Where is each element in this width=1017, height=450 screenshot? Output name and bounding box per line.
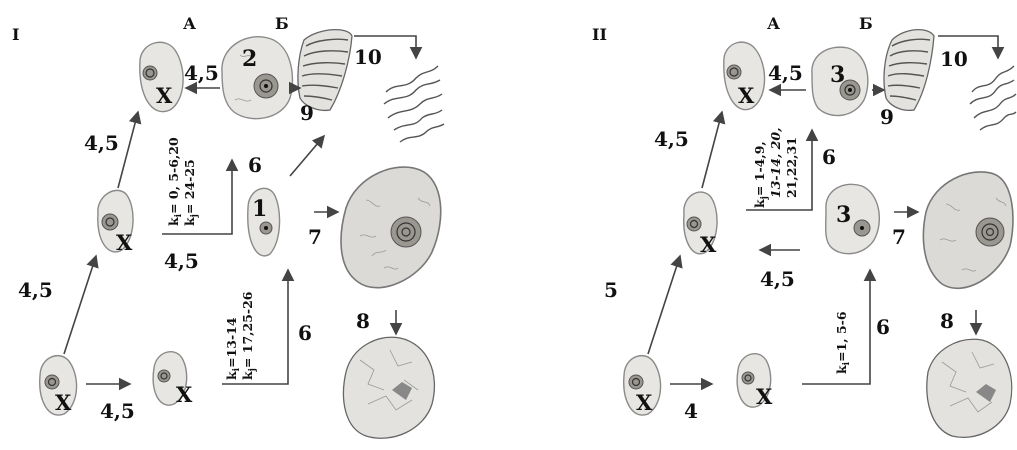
cell-label: Х: [700, 232, 717, 257]
label-upper-diagonal: 4,5: [84, 131, 119, 155]
cell-top-b: 2: [222, 37, 293, 119]
degenerated-cell-fragment: [343, 337, 434, 438]
label-upper-diagonal: 4,5: [654, 127, 689, 151]
label-nine: 9: [300, 101, 314, 125]
cell-mid-b: 3: [826, 184, 880, 253]
cell-top-a: Х: [724, 42, 765, 109]
k-annotation-upper: kj= 1-4,9, 13-14, 20, 21,22,31: [752, 128, 799, 208]
cell-label: Х: [636, 390, 653, 415]
label-six-upper: 6: [248, 153, 262, 177]
large-mature-cell: [341, 167, 441, 288]
cell-bottom-a2: Х: [153, 352, 193, 407]
cell-label: Х: [738, 83, 755, 108]
svg-text:kj= 24-25: kj= 24-25: [182, 159, 200, 226]
cell-label: Х: [55, 390, 72, 415]
label-six-upper: 6: [822, 145, 836, 169]
label-bottom-horizontal: 4: [684, 399, 698, 423]
arrow-up-left-lower: [64, 256, 96, 354]
label-lower-diagonal: 4,5: [18, 278, 53, 302]
svg-text:kj= 17,25-26: kj= 17,25-26: [240, 291, 258, 380]
arrow-up-left-upper: [118, 112, 138, 188]
svg-text:ki=1, 5-6: ki=1, 5-6: [834, 311, 852, 374]
cell-bottom-a1: Х: [624, 356, 661, 415]
panel-2: II А Б Х 3 Х: [592, 14, 1016, 437]
arrow-up-left-lower: [648, 256, 680, 354]
large-mature-cell: [923, 172, 1013, 288]
cell-number: 2: [242, 46, 257, 72]
label-six-lower: 6: [876, 315, 890, 339]
arrow-cell1-to-block: [290, 136, 324, 176]
cell-number: 1: [252, 196, 267, 222]
striated-tissue-block: [884, 30, 934, 111]
fiber-bundle: [970, 66, 1016, 130]
panel-roman-numeral: II: [592, 25, 607, 44]
k-annotation-lower: ki=13-14 kj= 17,25-26: [224, 291, 258, 380]
label-top-horizontal: 4,5: [184, 61, 219, 85]
cell-mid-a: Х: [684, 192, 717, 257]
label-eight: 8: [940, 309, 954, 333]
svg-text:21,22,31: 21,22,31: [784, 137, 799, 198]
label-seven: 7: [892, 225, 906, 249]
label-bottom-horizontal: 4,5: [100, 399, 135, 423]
arrow-up-left-upper: [702, 112, 722, 188]
label-mid-horizontal: 4,5: [760, 267, 795, 291]
panel-1: I А Б Х 2: [12, 14, 444, 438]
degenerated-cell-fragment: [927, 339, 1012, 437]
label-six-lower: 6: [298, 321, 312, 345]
cell-top-a: Х: [140, 42, 183, 111]
column-b-header: Б: [275, 14, 289, 33]
label-lower-diagonal: 5: [604, 278, 618, 302]
label-seven: 7: [308, 225, 322, 249]
column-a-header: А: [183, 14, 196, 33]
cell-bottom-a2: Х: [737, 354, 773, 409]
k-annotation-upper: ki= 0, 5-6,20 kj= 24-25: [166, 137, 200, 226]
cell-top-b: 3: [812, 47, 868, 115]
cell-number: 3: [830, 62, 845, 88]
label-ten: 10: [354, 45, 382, 69]
cell-mid-a: Х: [98, 190, 133, 255]
cell-mid-b: 1: [248, 188, 280, 256]
label-ten: 10: [940, 47, 968, 71]
column-a-header: А: [767, 14, 780, 33]
striated-tissue-block: [298, 30, 352, 111]
svg-text:13-14, 20,: 13-14, 20,: [768, 128, 783, 198]
label-mid-horizontal: 4,5: [164, 249, 199, 273]
column-b-header: Б: [859, 14, 873, 33]
label-top-horizontal: 4,5: [768, 61, 803, 85]
fiber-bundle: [384, 66, 444, 142]
cell-label: Х: [156, 83, 173, 108]
label-eight: 8: [356, 309, 370, 333]
cell-bottom-a1: Х: [40, 356, 77, 415]
panel-roman-numeral: I: [12, 25, 19, 44]
k-annotation-lower: ki=1, 5-6: [834, 311, 852, 374]
cell-label: Х: [176, 382, 193, 407]
cell-label: Х: [756, 384, 773, 409]
cell-label: Х: [116, 230, 133, 255]
cell-number: 3: [836, 202, 851, 228]
label-nine: 9: [880, 105, 894, 129]
